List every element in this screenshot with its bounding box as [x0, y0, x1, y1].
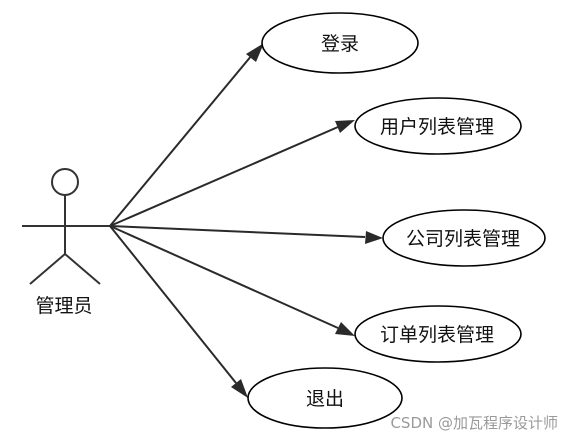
- arrowhead-login: [246, 43, 264, 62]
- actor-right-leg: [64, 253, 101, 285]
- actor-label: 管理员: [35, 295, 92, 317]
- use-case-label-user-list: 用户列表管理: [380, 116, 494, 138]
- use-case-company-list: 公司列表管理: [382, 209, 546, 267]
- use-case-label-logout: 退出: [306, 388, 344, 410]
- use-case-login: 登录: [261, 12, 419, 74]
- use-case-user-list: 用户列表管理: [354, 97, 522, 155]
- associations: [109, 43, 383, 398]
- association-login: [109, 54, 253, 227]
- association-user-list: [109, 126, 339, 227]
- use-case-logout: 退出: [247, 367, 403, 429]
- association-order-list: [109, 225, 339, 329]
- association-company-list: [109, 225, 366, 238]
- use-case-label-login: 登录: [321, 33, 359, 55]
- use-case-label-order-list: 订单列表管理: [380, 324, 494, 346]
- arrowhead-company-list: [365, 231, 383, 244]
- actor-admin: 管理员: [22, 168, 110, 317]
- association-logout: [109, 225, 237, 384]
- watermark: CSDN @加瓦程序设计师: [390, 414, 558, 432]
- arrowhead-user-list: [335, 120, 355, 133]
- arrowhead-logout: [231, 379, 248, 398]
- actor-head: [51, 168, 79, 196]
- actor-left-leg: [29, 253, 66, 285]
- use-case-label-company-list: 公司列表管理: [406, 228, 520, 250]
- use-case-order-list: 订单列表管理: [354, 305, 522, 363]
- arrowhead-order-list: [335, 322, 355, 336]
